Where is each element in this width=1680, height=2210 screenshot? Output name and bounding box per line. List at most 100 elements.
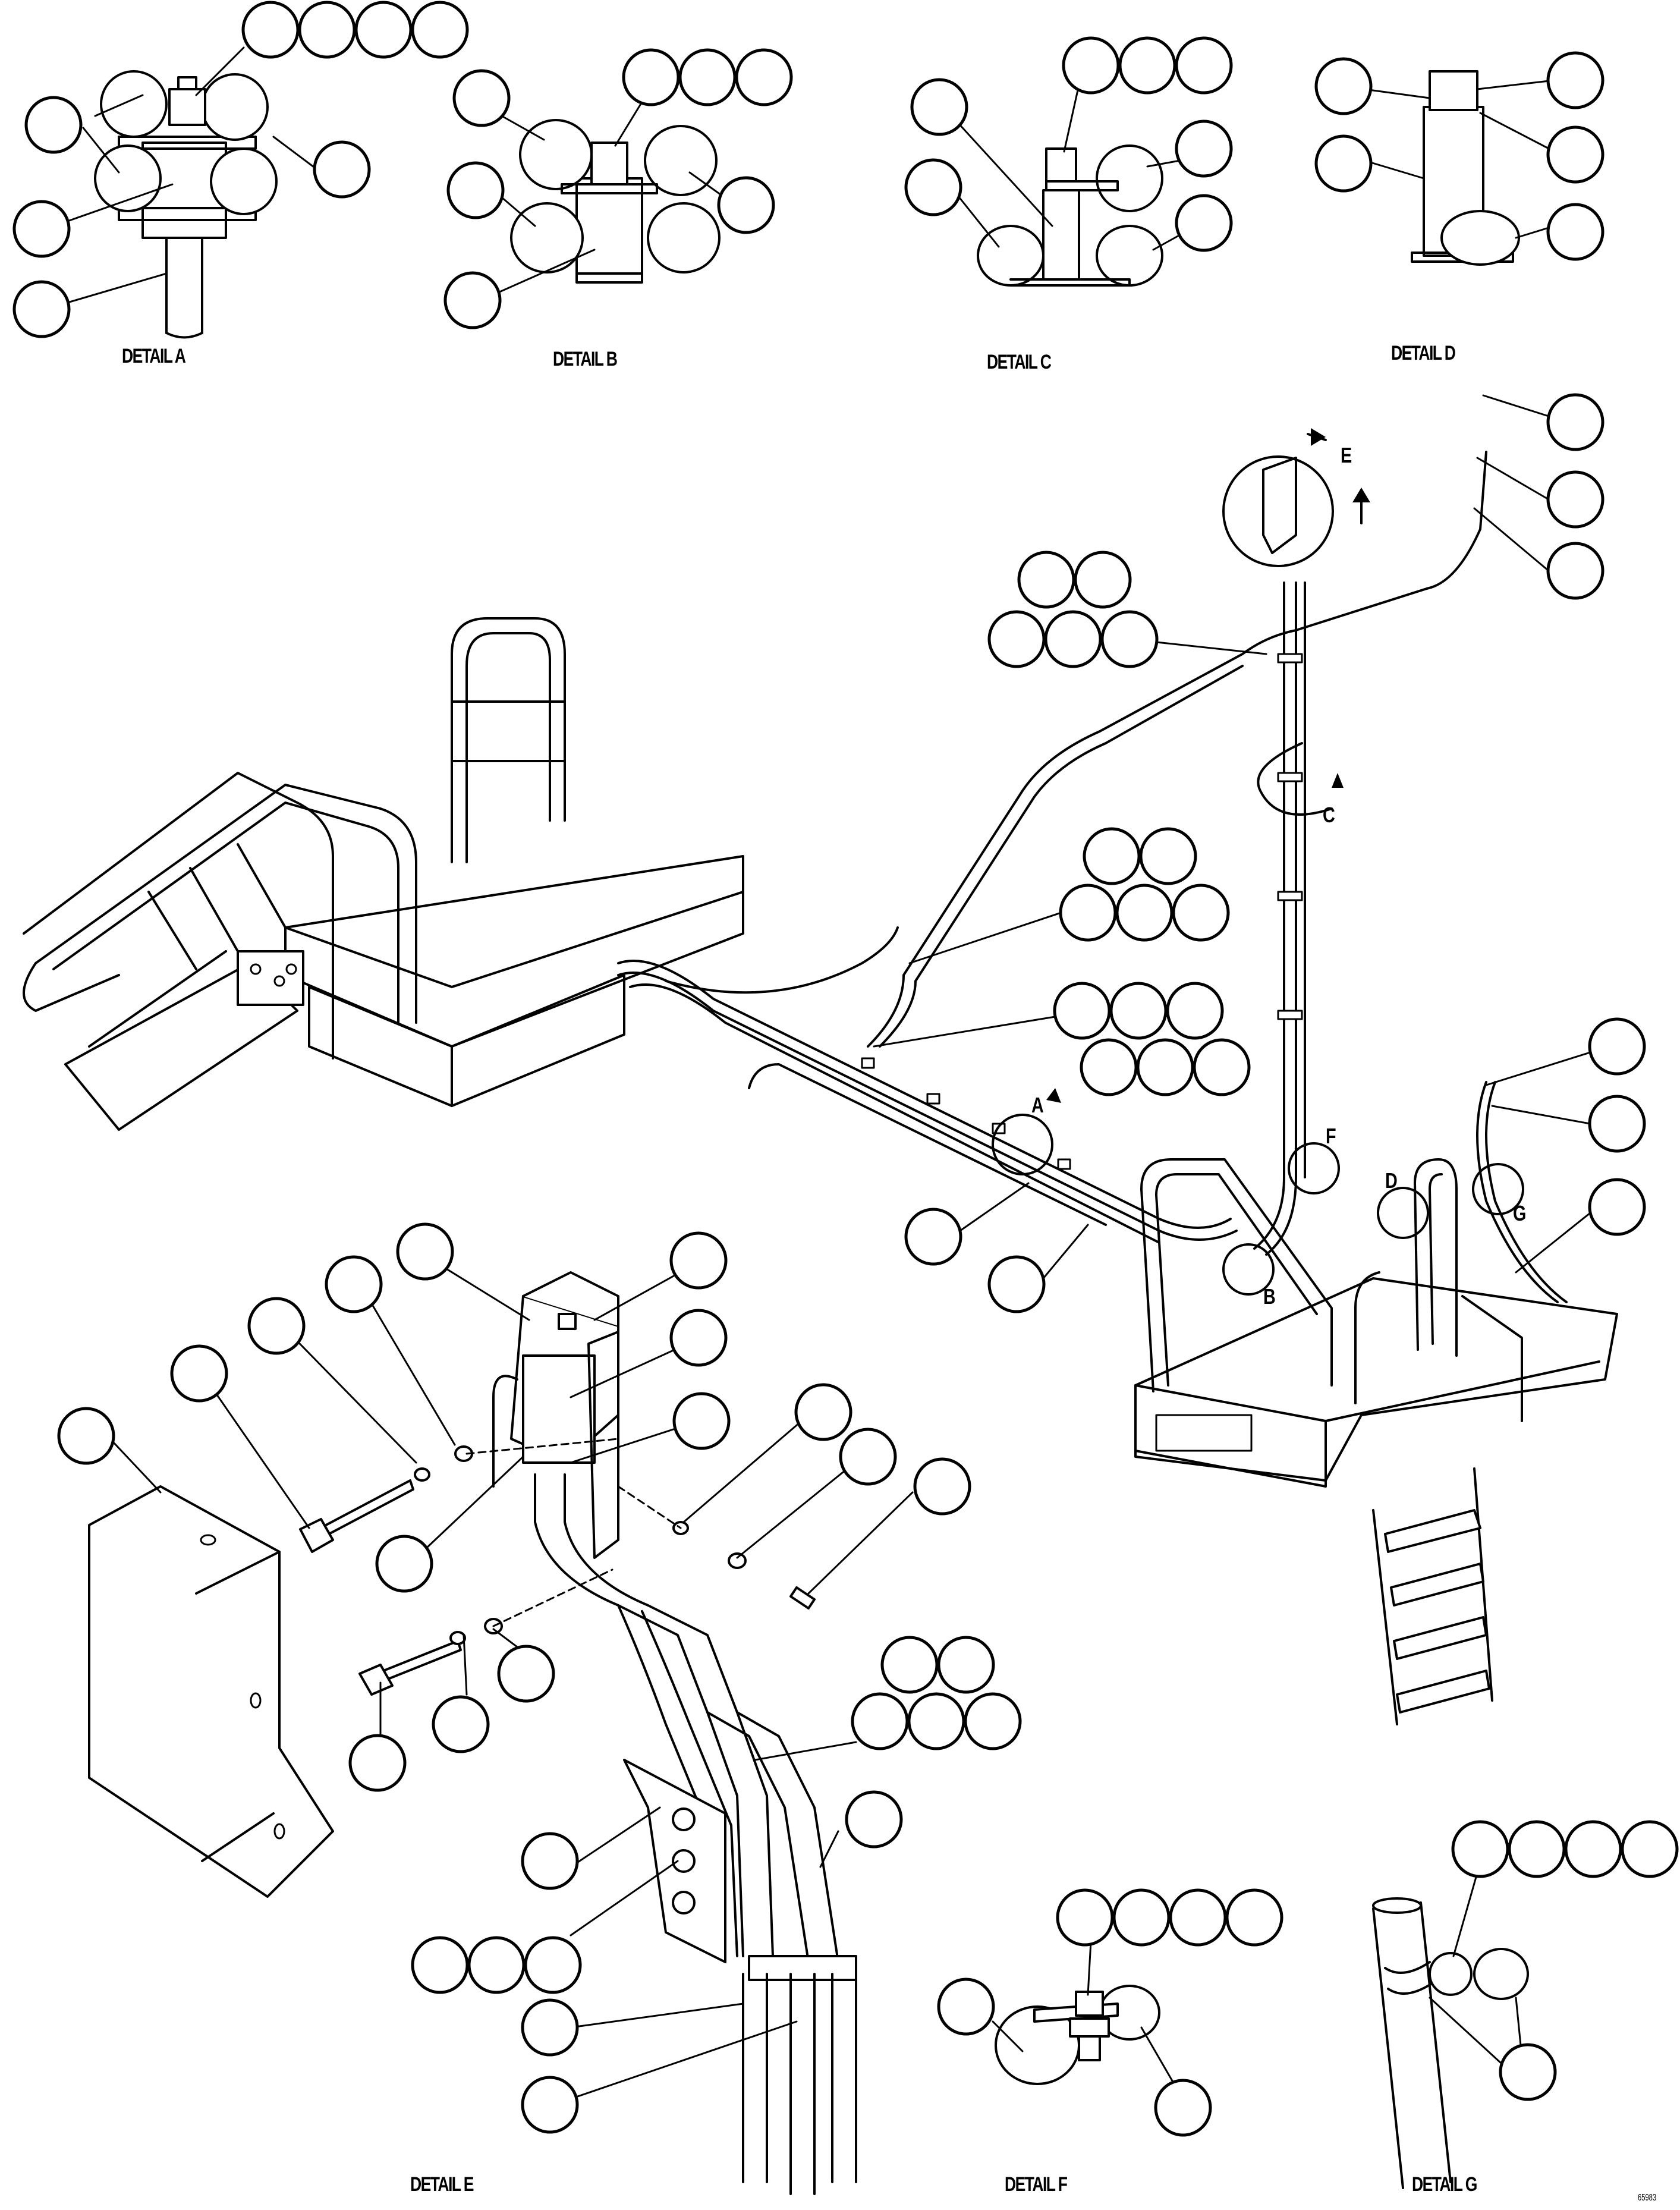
detail-f-label: DETAIL F bbox=[1005, 2173, 1068, 2196]
callout-circle bbox=[1017, 551, 1075, 609]
callout-circle bbox=[375, 1535, 433, 1593]
callout-circle bbox=[880, 1636, 939, 1694]
detail-d-callouts bbox=[1314, 51, 1605, 261]
callout-circle bbox=[497, 1645, 555, 1703]
callout-circle bbox=[1546, 470, 1605, 529]
callout-circle bbox=[12, 280, 71, 338]
callout-circle bbox=[1621, 1820, 1679, 1878]
callout-circle bbox=[446, 161, 505, 219]
detail-g-callouts bbox=[1451, 1820, 1679, 2101]
callout-circle bbox=[913, 1457, 971, 1516]
callout-circle bbox=[1053, 982, 1111, 1040]
callout-circle bbox=[1225, 1888, 1283, 1947]
callout-circle bbox=[325, 1255, 383, 1313]
callout-circle bbox=[57, 1407, 115, 1465]
detail-b-callouts bbox=[443, 48, 793, 329]
detail-f-callouts bbox=[937, 1888, 1283, 2137]
detail-b-label: DETAIL B bbox=[553, 348, 618, 370]
view-marker-f: F bbox=[1326, 1124, 1336, 1148]
detail-d-label: DETAIL D bbox=[1391, 342, 1456, 364]
callout-circle bbox=[1112, 1888, 1171, 1947]
callout-circle bbox=[678, 48, 737, 106]
view-marker-e: E bbox=[1341, 443, 1352, 467]
callout-circle bbox=[1062, 36, 1120, 95]
callout-circle bbox=[1314, 134, 1373, 193]
callout-circle bbox=[937, 1636, 995, 1694]
detail-g-drawing bbox=[1372, 1872, 1529, 2189]
callout-circle bbox=[432, 1695, 490, 1753]
callout-circle bbox=[467, 1936, 526, 1994]
callout-circle bbox=[1588, 1017, 1646, 1076]
callout-circle bbox=[1166, 982, 1224, 1040]
callout-circle bbox=[247, 1297, 306, 1355]
callout-circle bbox=[669, 1231, 728, 1290]
hose-routing bbox=[617, 428, 1487, 1256]
callout-circle bbox=[1564, 1820, 1622, 1878]
view-marker-c: C bbox=[1323, 803, 1335, 827]
callout-circle bbox=[1588, 1178, 1646, 1236]
detail-b-drawing bbox=[486, 91, 732, 298]
callout-circle bbox=[904, 158, 962, 216]
callout-circle bbox=[839, 1428, 897, 1486]
callout-circle bbox=[851, 1692, 909, 1750]
callout-circle bbox=[1508, 1820, 1566, 1878]
callout-circle bbox=[521, 1832, 579, 1890]
callout-circle bbox=[1175, 36, 1233, 95]
detail-a-label: DETAIL A bbox=[122, 345, 186, 367]
callout-circle bbox=[241, 1, 300, 59]
callout-circle bbox=[1083, 827, 1141, 885]
callout-circle bbox=[1172, 884, 1230, 942]
callout-circle bbox=[1451, 1820, 1509, 1878]
detail-f-drawing bbox=[992, 1940, 1175, 2085]
callout-circle bbox=[1044, 610, 1102, 668]
detail-g-label: DETAIL G bbox=[1412, 2173, 1477, 2196]
callout-circle bbox=[1136, 1038, 1194, 1096]
detail-e-label: DETAIL E bbox=[410, 2173, 474, 2196]
callout-circle bbox=[672, 1392, 731, 1450]
callout-circle bbox=[1314, 57, 1373, 115]
callout-circle bbox=[1154, 2079, 1212, 2137]
view-marker-a: A bbox=[1031, 1093, 1044, 1117]
callout-circle bbox=[1169, 1888, 1227, 1947]
callout-circle bbox=[24, 96, 83, 154]
callout-circle bbox=[735, 48, 793, 106]
callout-circle bbox=[910, 78, 968, 136]
callout-circle bbox=[1546, 51, 1605, 109]
callout-circle bbox=[1139, 827, 1197, 885]
callout-circle bbox=[1588, 1095, 1646, 1153]
callout-circle bbox=[298, 1, 356, 59]
detail-a-drawing bbox=[61, 46, 322, 339]
callout-circle bbox=[622, 48, 680, 106]
callout-circle bbox=[1059, 884, 1117, 942]
drawing-number: 65983 bbox=[1638, 2193, 1657, 2203]
detail-d-drawing bbox=[1363, 70, 1556, 266]
main-callouts bbox=[873, 393, 1646, 1313]
callout-circle bbox=[521, 1998, 579, 2057]
callout-circle bbox=[1175, 194, 1233, 252]
callout-circle bbox=[443, 271, 502, 329]
callout-circle bbox=[1080, 1038, 1138, 1096]
view-marker-g: G bbox=[1513, 1201, 1527, 1225]
callout-circle bbox=[669, 1309, 728, 1367]
callout-circle bbox=[354, 1, 413, 59]
detail-e-drawing bbox=[88, 1256, 914, 2195]
callout-circle bbox=[845, 1790, 903, 1849]
callout-circle bbox=[1118, 36, 1176, 95]
callout-circle bbox=[170, 1344, 228, 1403]
callout-circle bbox=[313, 140, 371, 199]
callout-circle bbox=[452, 69, 511, 127]
callout-circle bbox=[1109, 982, 1168, 1040]
callout-circle bbox=[411, 1, 469, 59]
callout-circle bbox=[524, 1936, 582, 1994]
callout-circle bbox=[904, 1208, 962, 1266]
detail-c-drawing bbox=[950, 70, 1181, 287]
callout-circle bbox=[1100, 610, 1159, 668]
callout-circle bbox=[1115, 884, 1174, 942]
view-marker-b: B bbox=[1263, 1284, 1276, 1309]
callout-circle bbox=[348, 1734, 407, 1792]
callout-circle bbox=[987, 1255, 1046, 1313]
callout-circle bbox=[987, 610, 1046, 668]
callout-circle bbox=[521, 2076, 579, 2134]
callout-circle bbox=[717, 176, 775, 234]
